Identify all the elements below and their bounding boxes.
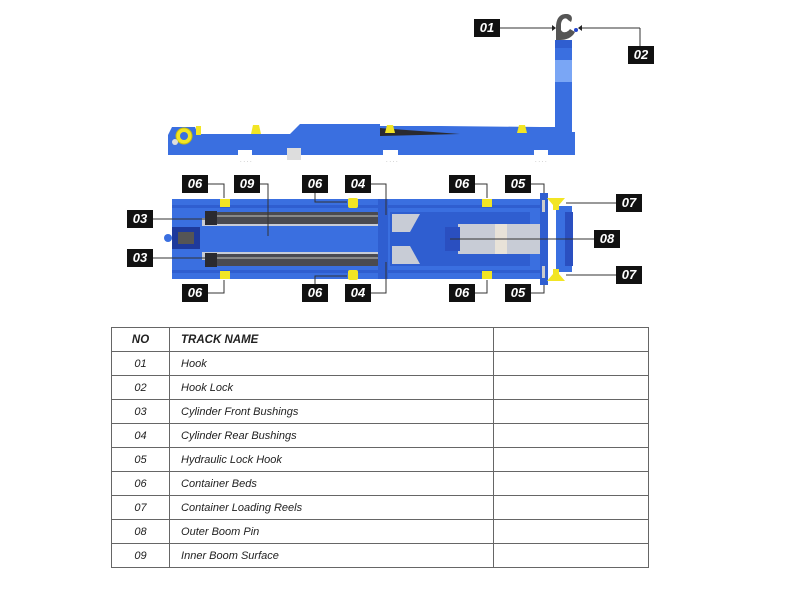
- svg-text:. . . .: . . . .: [240, 158, 252, 164]
- table-row: 04 Cylinder Rear Bushings: [110, 423, 650, 448]
- callout-05-hydraulic-lock-hook: 05: [505, 284, 531, 302]
- top-leaders: [153, 183, 616, 294]
- row-name: Cylinder Rear Bushings: [169, 423, 494, 448]
- table-row: 08 Outer Boom Pin: [110, 519, 650, 544]
- svg-text:. . . .: . . . .: [386, 158, 398, 164]
- svg-text:. . . .: . . . .: [535, 158, 547, 164]
- row-extra: [492, 399, 650, 424]
- row-name: Hook: [169, 351, 494, 376]
- row-extra: [492, 423, 650, 448]
- hooklift-diagram: . . . . . . . . . . . .: [127, 14, 654, 302]
- table-row: 06 Container Beds: [110, 471, 650, 496]
- callout-06-container-bed: 06: [449, 284, 475, 302]
- row-no: 07: [110, 495, 171, 520]
- row-extra: [492, 495, 650, 520]
- row-name: Hydraulic Lock Hook: [169, 447, 494, 472]
- row-name: Hook Lock: [169, 375, 494, 400]
- row-no: 03: [110, 399, 171, 424]
- callout-03-cylinder-front-bushing: 03: [127, 210, 153, 228]
- header-no: NO: [110, 327, 171, 352]
- table-row: 07 Container Loading Reels: [110, 495, 650, 520]
- callout-06-container-bed: 06: [302, 175, 328, 193]
- row-extra: [492, 519, 650, 544]
- callout-07-container-loading-reel: 07: [616, 266, 642, 284]
- callout-02-hook-lock: 02: [628, 46, 654, 64]
- callout-06-container-bed: 06: [302, 284, 328, 302]
- callout-04-cylinder-rear-bushing: 04: [345, 284, 371, 302]
- callout-07-container-loading-reel: 07: [616, 194, 642, 212]
- callout-04-cylinder-rear-bushing: 04: [345, 175, 371, 193]
- header-track-name: TRACK NAME: [169, 327, 494, 352]
- row-extra: [492, 447, 650, 472]
- callout-09-inner-boom-surface: 09: [234, 175, 260, 193]
- row-no: 09: [110, 543, 171, 568]
- row-extra: [492, 375, 650, 400]
- row-name: Container Loading Reels: [169, 495, 494, 520]
- table-row: 01 Hook: [110, 351, 650, 376]
- row-no: 02: [110, 375, 171, 400]
- row-no: 01: [110, 351, 171, 376]
- table-row: 05 Hydraulic Lock Hook: [110, 447, 650, 472]
- row-name: Outer Boom Pin: [169, 519, 494, 544]
- row-name: Container Beds: [169, 471, 494, 496]
- table-row: 09 Inner Boom Surface: [110, 543, 650, 568]
- side-leaders: [500, 27, 641, 46]
- callout-06-container-bed: 06: [182, 175, 208, 193]
- header-extra: [492, 327, 650, 352]
- callout-01-hook: 01: [474, 19, 500, 37]
- table-header-row: NO TRACK NAME: [110, 327, 650, 352]
- row-name: Cylinder Front Bushings: [169, 399, 494, 424]
- row-extra: [492, 471, 650, 496]
- row-no: 05: [110, 447, 171, 472]
- row-name: Inner Boom Surface: [169, 543, 494, 568]
- table-row: 02 Hook Lock: [110, 375, 650, 400]
- callout-03-cylinder-front-bushing: 03: [127, 249, 153, 267]
- callout-06-container-bed: 06: [182, 284, 208, 302]
- side-view: . . . . . . . . . . . .: [168, 14, 578, 164]
- row-extra: [492, 543, 650, 568]
- row-no: 04: [110, 423, 171, 448]
- hooklift-drawing: . . . . . . . . . . . .: [153, 14, 641, 294]
- table-row: 03 Cylinder Front Bushings: [110, 399, 650, 424]
- track-name-table: NO TRACK NAME 01 Hook 02 Hook Lock 03 Cy…: [110, 327, 650, 568]
- row-no: 08: [110, 519, 171, 544]
- callout-05-hydraulic-lock-hook: 05: [505, 175, 531, 193]
- callout-06-container-bed: 06: [449, 175, 475, 193]
- callout-08-outer-boom-pin: 08: [594, 230, 620, 248]
- row-extra: [492, 351, 650, 376]
- row-no: 06: [110, 471, 171, 496]
